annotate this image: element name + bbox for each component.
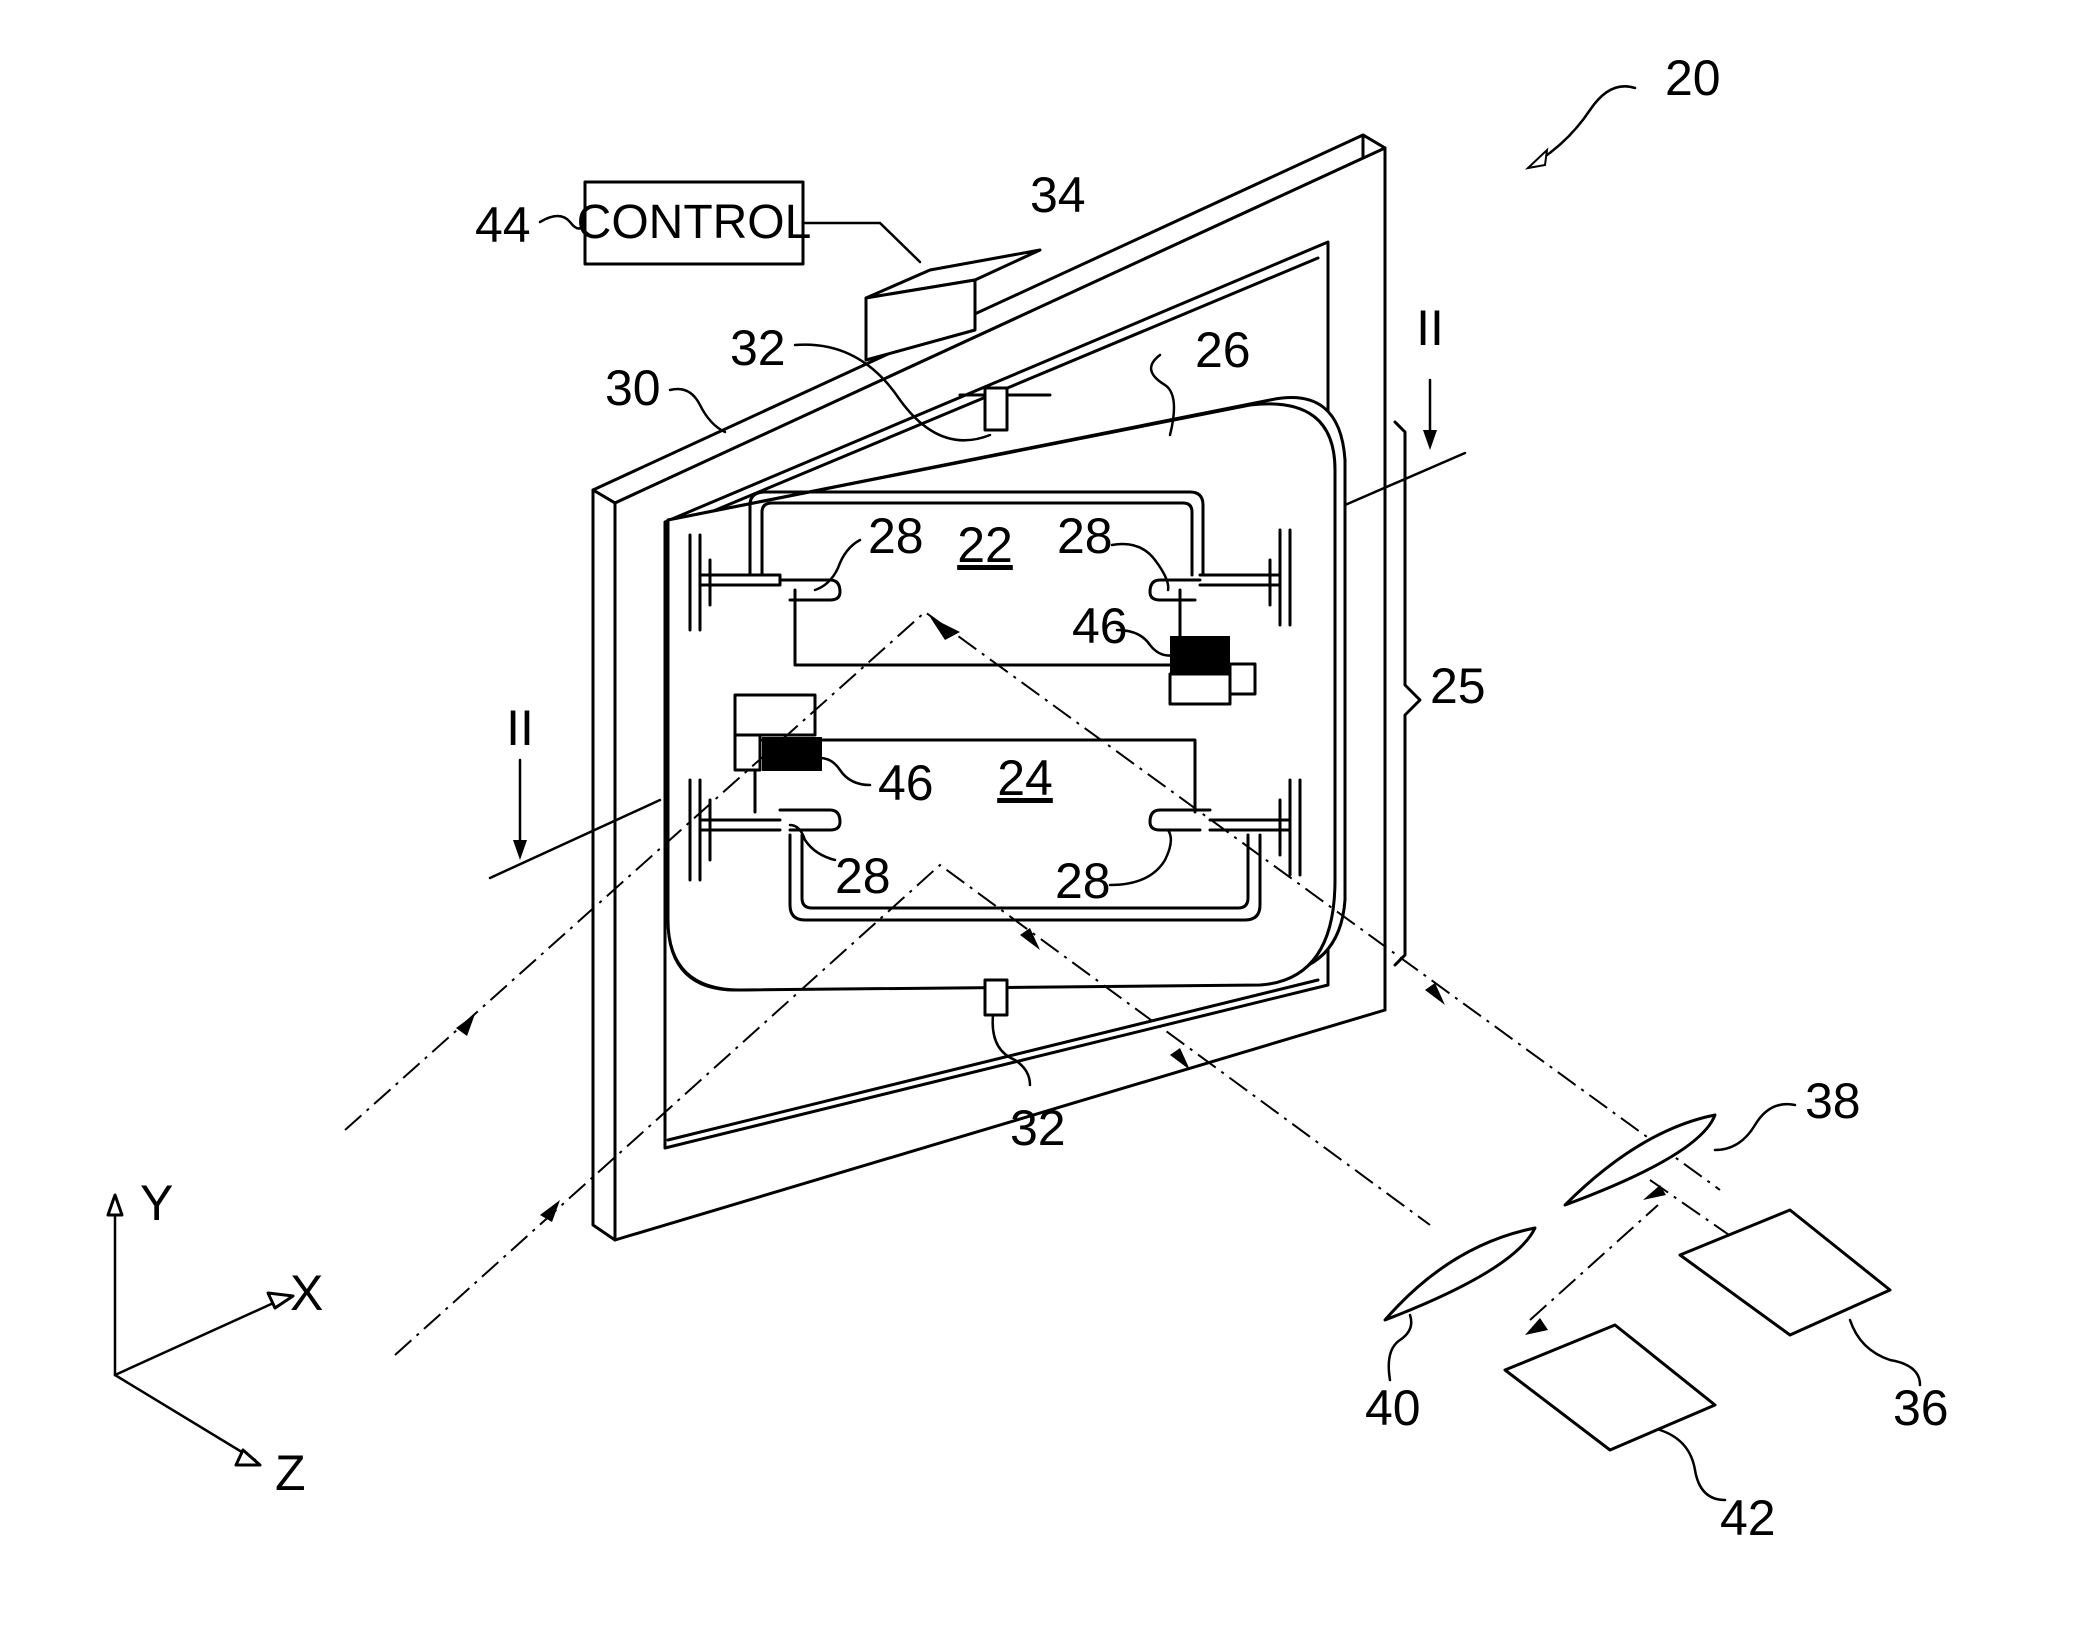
control-box-44: CONTROL	[577, 182, 920, 264]
lenses	[1385, 1115, 1715, 1320]
leader-40	[1389, 1315, 1412, 1380]
axis-x-label: X	[290, 1265, 323, 1321]
lens-38	[1565, 1115, 1715, 1205]
section-mark-right: II	[1416, 300, 1444, 356]
label-32-top: 32	[730, 320, 786, 376]
arrow-7	[1525, 1318, 1548, 1335]
detector-42	[1505, 1325, 1715, 1450]
bracket-25	[1395, 422, 1420, 965]
label-28b: 28	[1057, 508, 1113, 564]
arrow-20	[1528, 150, 1547, 168]
label-36: 36	[1893, 1380, 1949, 1436]
axis-z-label: Z	[275, 1445, 306, 1501]
label-40: 40	[1365, 1380, 1421, 1436]
hinge-32-bottom	[985, 980, 1007, 1015]
y-axis-arrow	[108, 1195, 122, 1215]
magnet-46-left-base	[735, 695, 815, 735]
arrow-2	[456, 1014, 475, 1036]
leader-20	[1540, 86, 1635, 160]
label-20: 20	[1665, 50, 1721, 106]
beam-lens40-to-detector	[1530, 1205, 1658, 1320]
label-34: 34	[1030, 167, 1086, 223]
label-28c: 28	[835, 848, 891, 904]
leader-42	[1660, 1430, 1725, 1500]
control-box-label: CONTROL	[577, 196, 812, 249]
magnet-46-right-base	[1170, 674, 1230, 704]
arrow-3	[540, 1200, 560, 1222]
magnet-46-left-mount	[735, 735, 760, 770]
section-arrow-left-head	[513, 840, 527, 860]
label-28d: 28	[1055, 853, 1111, 909]
label-46-right: 46	[1072, 598, 1128, 654]
arrow-8	[1643, 1185, 1666, 1200]
leader-36	[1850, 1320, 1920, 1385]
label-22: 22	[957, 517, 1013, 573]
label-30: 30	[605, 360, 661, 416]
lens-40	[1385, 1228, 1535, 1320]
label-26: 26	[1195, 322, 1251, 378]
leader-38	[1715, 1104, 1795, 1150]
source-detector	[1505, 1210, 1890, 1450]
magnet-46-right-mount	[1230, 664, 1255, 694]
z-axis	[115, 1375, 255, 1460]
coordinate-axes: Y X Z	[108, 1175, 323, 1501]
label-46-left: 46	[878, 755, 934, 811]
leader-30	[670, 389, 725, 432]
frame-left-edge	[593, 490, 615, 1240]
section-mark-left: II	[506, 700, 534, 756]
magnet-46-left	[762, 737, 822, 771]
source-36	[1680, 1210, 1890, 1335]
label-24: 24	[997, 750, 1053, 806]
label-44: 44	[475, 197, 531, 253]
label-28a: 28	[868, 508, 924, 564]
magnet-46-right	[1170, 636, 1230, 674]
label-25: 25	[1430, 658, 1486, 714]
label-42: 42	[1720, 1490, 1776, 1546]
hinge-32-top	[985, 388, 1007, 430]
label-32-bottom: 32	[1010, 1100, 1066, 1156]
section-arrow-right-head	[1423, 430, 1437, 450]
z-axis-arrow	[236, 1450, 260, 1465]
axis-y-label: Y	[140, 1175, 173, 1231]
x-axis	[115, 1300, 280, 1375]
arrow-6	[1425, 983, 1445, 1005]
control-wire	[803, 223, 920, 262]
label-38: 38	[1805, 1073, 1861, 1129]
